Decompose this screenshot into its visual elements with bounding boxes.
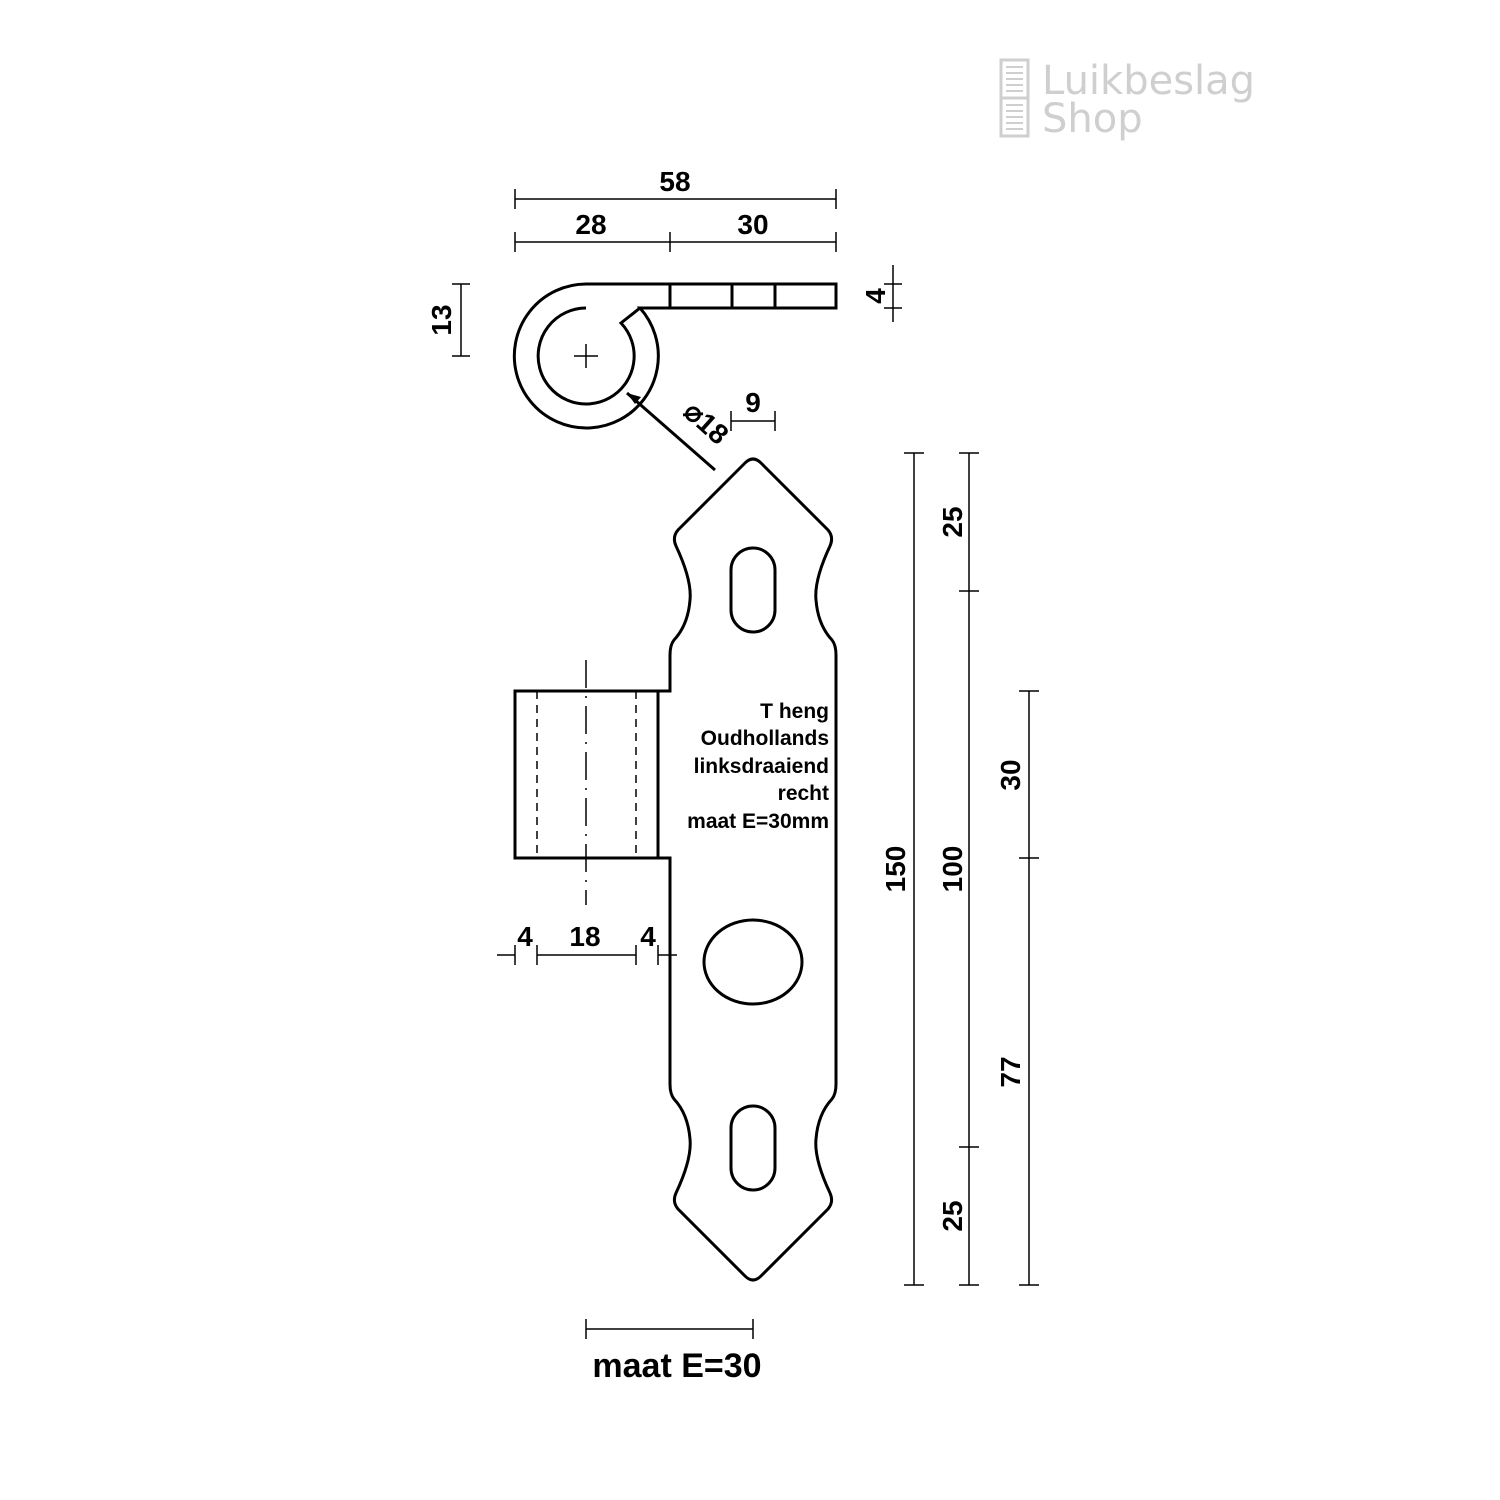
dim-4-left-label: 4 xyxy=(517,921,533,952)
dim-30-label: 30 xyxy=(995,759,1026,790)
dimension-25-100-25: 25 100 25 xyxy=(937,452,979,1286)
dim-25-bottom-label: 25 xyxy=(937,1200,968,1231)
dimension-4-thickness: 4 xyxy=(860,265,902,322)
note-line: T heng xyxy=(760,700,829,723)
note-line: Oudhollands xyxy=(701,727,829,750)
hinge-top-view: ⌀18 xyxy=(512,282,838,472)
lower-slot xyxy=(729,1104,777,1192)
dimension-9: 9 xyxy=(730,387,776,431)
dim-9-label: 9 xyxy=(745,387,761,418)
logo-line1: Luikbeslag xyxy=(1042,58,1255,104)
dim-150-label: 150 xyxy=(880,846,911,893)
upper-slot xyxy=(729,546,777,634)
note-line: linksdraaiend xyxy=(694,755,829,778)
dim-18-label: 18 xyxy=(569,921,600,952)
hinge-plate-front-view xyxy=(513,457,838,1282)
dimension-150: 150 xyxy=(880,452,924,1286)
dim-100-label: 100 xyxy=(937,846,968,893)
dimension-30-77: 30 77 xyxy=(995,690,1039,1286)
dim-25-top-label: 25 xyxy=(937,506,968,537)
dimension-maat-e: maat E=30 xyxy=(585,1319,762,1385)
dimension-58: 58 xyxy=(514,166,837,209)
dim-77-label: 77 xyxy=(995,1056,1026,1087)
part-note: T heng Oudhollands linksdraaiend recht m… xyxy=(687,700,829,833)
dim-30-label: 30 xyxy=(737,209,768,240)
center-hole xyxy=(702,918,804,1006)
center-cross-icon xyxy=(574,344,598,368)
dimension-4-18-4: 4 18 4 xyxy=(497,921,677,965)
dim-13-label: 13 xyxy=(426,304,457,335)
dim-4-label: 4 xyxy=(860,288,891,304)
dim-28-label: 28 xyxy=(575,209,606,240)
dim-58-label: 58 xyxy=(659,166,690,197)
dimension-13: 13 xyxy=(426,283,470,357)
brand-logo: Luikbeslag Shop xyxy=(999,58,1255,142)
dim-4-right-label: 4 xyxy=(640,921,656,952)
diameter-label: ⌀18 xyxy=(678,395,734,450)
note-line: maat E=30mm xyxy=(687,810,829,833)
dimension-28-30: 28 30 xyxy=(514,209,837,252)
shutter-icon xyxy=(999,58,1030,138)
note-line: recht xyxy=(778,782,829,805)
logo-line2: Shop xyxy=(1042,96,1143,142)
maat-e-label: maat E=30 xyxy=(592,1347,761,1385)
